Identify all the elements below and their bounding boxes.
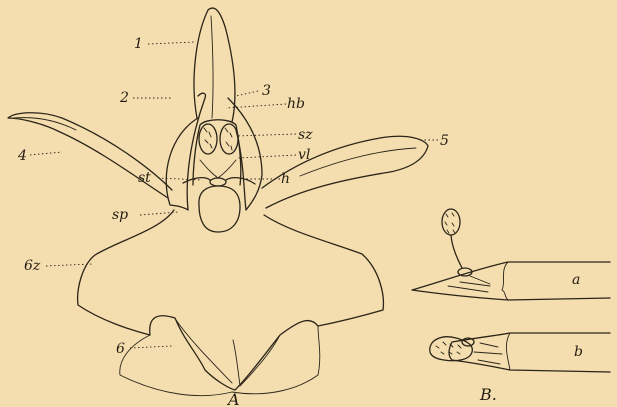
labellum — [78, 210, 384, 390]
label-1: 1 — [134, 36, 143, 52]
panel-a-label: A — [226, 390, 240, 407]
label-3: 3 — [262, 83, 271, 99]
leader-lines-a — [30, 42, 438, 348]
labels-b: a b B. — [479, 272, 583, 404]
label-sz: sz — [298, 127, 313, 143]
dorsal-sepal — [194, 8, 235, 122]
label-h: h — [281, 171, 290, 187]
label-6: 6 — [116, 341, 125, 357]
pollinium-right — [220, 124, 238, 154]
label-b: b — [574, 344, 583, 360]
pollinium-left — [199, 124, 217, 154]
panel-b-label: B. — [479, 385, 497, 404]
orchid-flower — [8, 8, 428, 396]
viscid-disc — [210, 178, 226, 186]
label-2: 2 — [119, 90, 129, 106]
label-st: st — [138, 170, 151, 186]
stigma — [199, 186, 240, 232]
label-5: 5 — [440, 133, 449, 149]
label-sp: sp — [112, 207, 128, 223]
label-a: a — [572, 272, 580, 288]
pencil-b — [430, 333, 610, 372]
labels-a: 1 2 3 hb sz vl 4 5 st h sp 6z 6 A — [17, 36, 449, 407]
label-6z: 6z — [24, 258, 41, 274]
label-hb: hb — [287, 96, 305, 112]
label-4: 4 — [17, 148, 27, 164]
petal-left — [166, 93, 205, 210]
label-vl: vl — [298, 147, 310, 163]
